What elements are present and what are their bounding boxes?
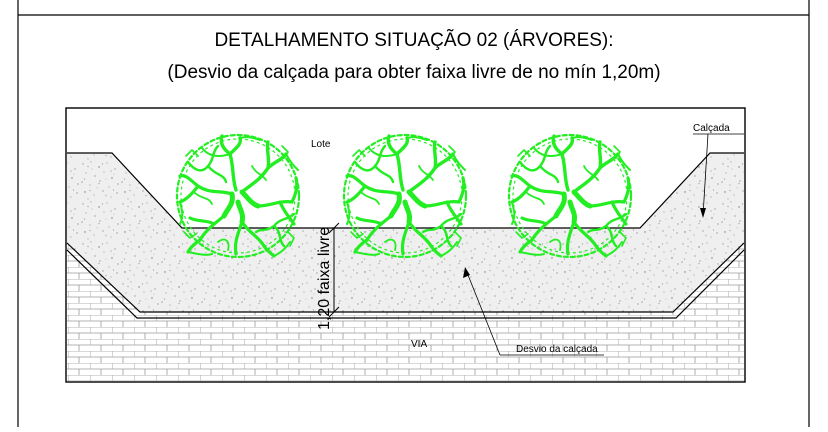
faixa-livre-label: 1,20 faixa livre xyxy=(316,227,333,330)
lote-line xyxy=(67,152,744,229)
calcada-label: Calçada xyxy=(693,123,730,134)
detail-title: DETALHAMENTO SITUAÇÃO 02 (ÁRVORES): xyxy=(214,30,614,51)
faixa-tick-bottom xyxy=(328,306,340,318)
curb-line-2 xyxy=(66,249,745,319)
curb-line xyxy=(66,242,745,313)
faixa-tick-top xyxy=(328,222,340,234)
detail-subtitle: (Desvio da calçada para obter faixa livr… xyxy=(167,62,661,83)
via-label: VIA xyxy=(411,339,427,350)
lote-label: Lote xyxy=(311,139,331,150)
desvio-leader xyxy=(465,269,501,356)
desvio-label: Desvio da calçada xyxy=(516,344,598,355)
calcada-arrow xyxy=(700,208,706,218)
calcada-leader xyxy=(702,133,709,217)
desvio-arrow xyxy=(463,267,470,278)
